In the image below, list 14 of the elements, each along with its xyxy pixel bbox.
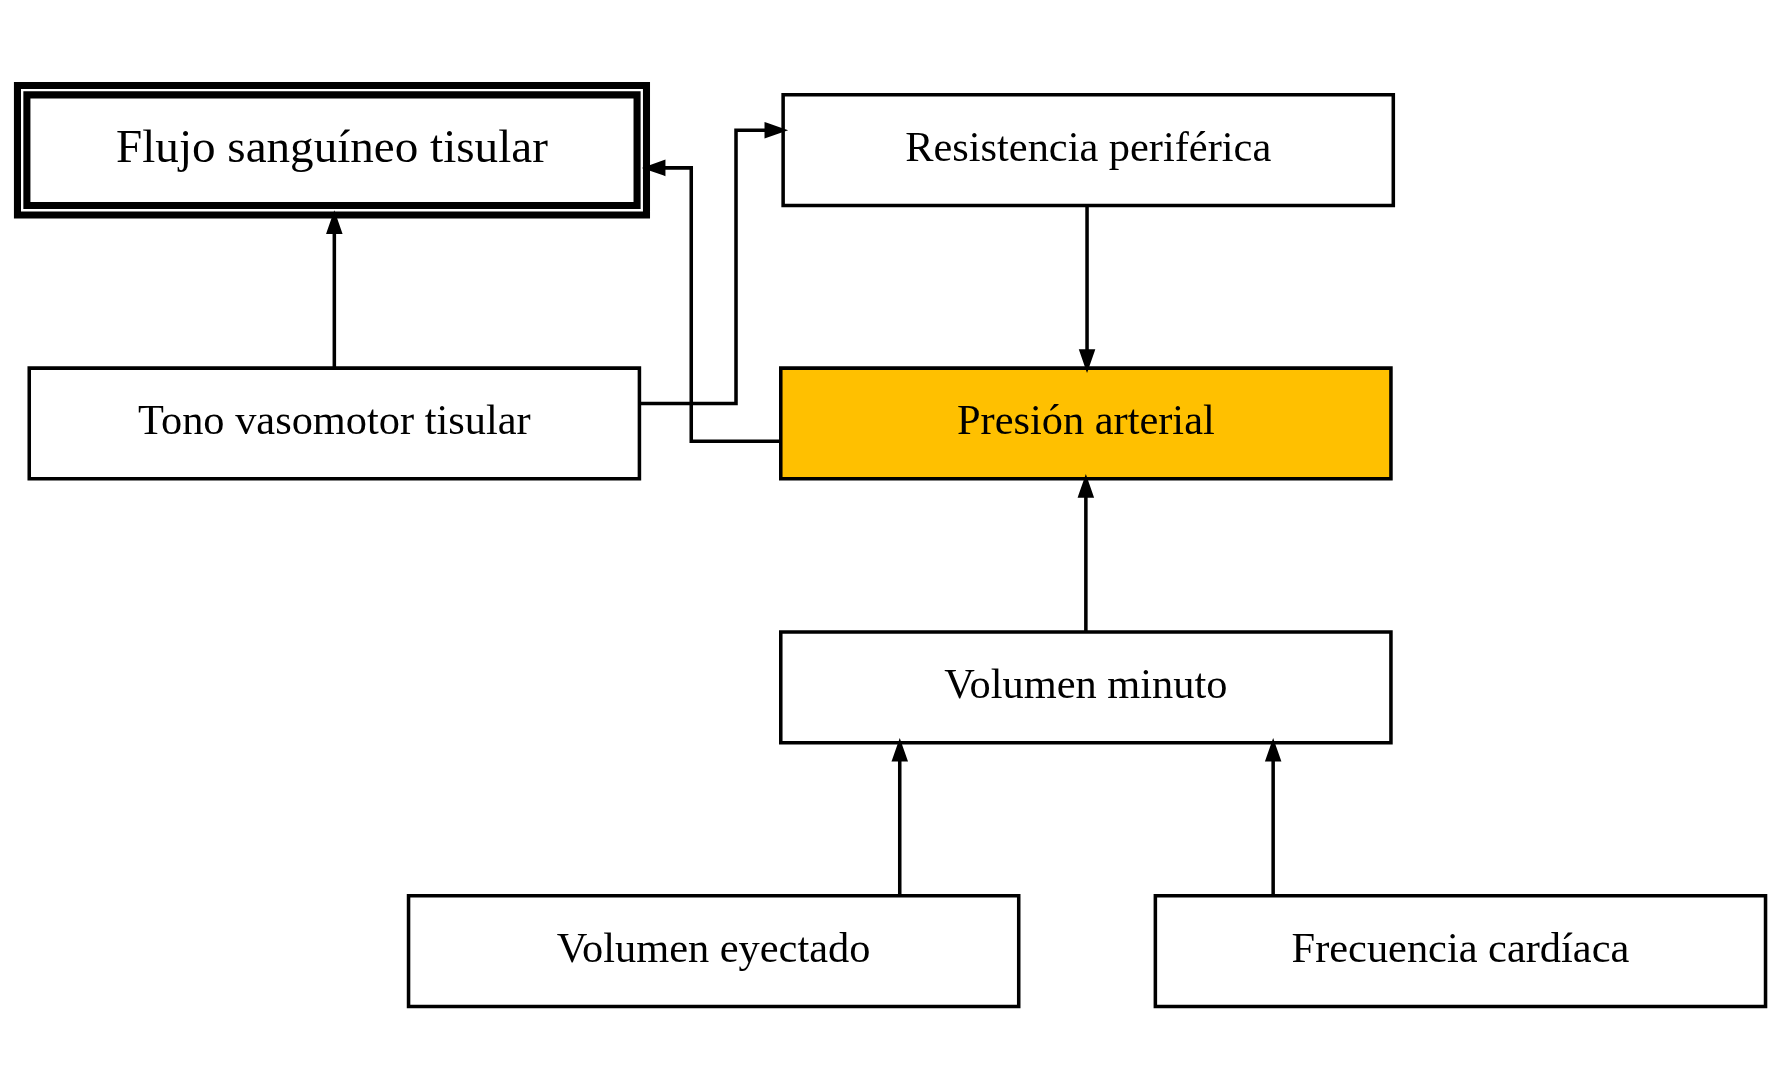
arrow <box>326 210 343 368</box>
node-box: Flujo sanguíneo tisular <box>13 81 651 219</box>
arrow <box>641 159 780 443</box>
arrow <box>1077 474 1095 632</box>
node-box: Resistencia periférica <box>781 93 1396 208</box>
arrow <box>891 737 908 896</box>
arrow <box>639 121 789 406</box>
node-box: Volumen eyectado <box>406 894 1021 1009</box>
arrow <box>1078 206 1096 373</box>
node-box: Tono vasomotor tisular <box>27 366 642 481</box>
node-box: Presión arterial <box>779 366 1393 481</box>
node-box: Volumen minuto <box>779 630 1393 745</box>
arrow <box>1264 737 1282 896</box>
node-box: Frecuencia cardíaca <box>1153 894 1768 1009</box>
